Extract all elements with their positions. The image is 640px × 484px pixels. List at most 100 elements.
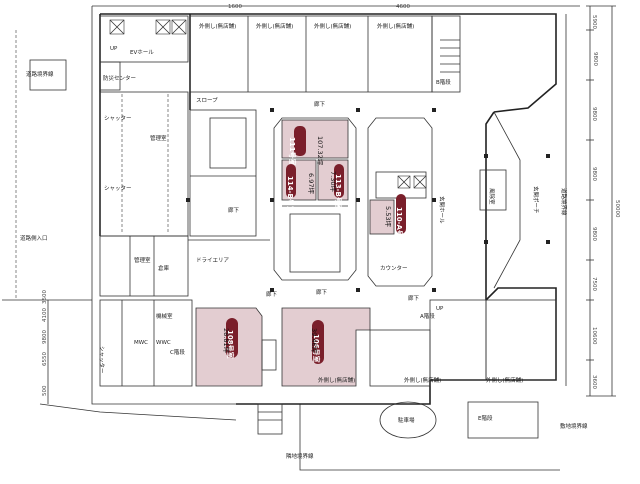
dim-left-4: 6550 [42,352,48,366]
e-stairs [467,401,539,439]
unit-114-badge: 114-B号室 [286,164,296,213]
counter-label: カウンター [380,264,408,272]
entrance-hall-label: 玄関ホール [438,196,446,224]
parking-label: 駐車場 [398,416,415,424]
unit-110-area [369,199,395,235]
corridor-label-1: 廊下 [228,206,240,214]
block-left-1 [189,109,257,237]
management-room-label: 管理室 [134,256,151,264]
dim-left-1: 3500 [42,290,48,304]
parking-area [379,401,437,439]
unit-106-badge: 106号室 [312,320,324,364]
dim-right-2: 9800 [592,52,598,66]
road-boundary-right-label: 道路境界線 [560,188,568,216]
toilet-m-label: MWC [134,340,148,346]
up-label: UP [110,46,118,52]
management-rooms [99,235,189,297]
adjacent-boundary-label: 隣地境界線 [286,452,314,460]
shop-label-top-2: 外側し(無店舗) [256,22,293,30]
e-stairs-label: E階段 [478,414,493,422]
right-center-block [367,117,433,287]
unit-111-badge: 111号室 [288,126,306,166]
wind-room [479,169,507,211]
dim-right-5: 9800 [591,227,597,241]
road-side-label: 道路側入口 [20,234,48,242]
corridor-label-4: 廊下 [266,290,278,298]
unit-108-label: 108号室 [226,330,235,359]
building-outline-bottom [236,380,431,405]
right-dimension-ticks [586,5,616,397]
shop-label-bottom-2: 外側し(無店舗) [404,376,441,384]
dim-left-3: 9800 [42,330,48,344]
dim-top-2: 4600 [396,4,410,10]
dim-right-4: 9800 [591,167,597,181]
column-markers [186,108,550,292]
porch-outline [493,111,521,289]
shutter-label-1: シャッター [104,114,132,122]
entrance-porch-label: 玄関ポーチ [532,186,540,214]
lower-block-3 [485,299,557,381]
ev-hall-label: EVホール [130,49,154,56]
site-boundary-left [91,6,236,405]
shutter-label-3: シャッター [98,346,106,374]
shop-label-top-1: 外側し(無店舗) [199,22,236,30]
unit-108-size: 28.81坪 [222,328,230,354]
column-108 [261,339,277,371]
unit-110-badge: 110-A号室 [395,194,406,244]
dim-left-5: 500 [42,385,48,396]
site-boundary-label: 敷地境界線 [560,422,588,430]
unit-114-size: 6.97坪 [307,173,315,194]
unit-110-size: 5.53坪 [384,206,392,227]
c-stairs-label: C階段 [170,348,185,356]
dim-right-total: 50000 [614,200,620,218]
building-outline-top [190,13,557,113]
unit-106-size: 39.46坪 [310,328,318,354]
unit-111-size: 107.32坪 [316,136,324,166]
shop-label-top-4: 外側し(無店舗) [377,22,414,30]
lower-boundary [39,403,237,421]
unit-111-area [281,119,349,159]
disaster-center [99,61,121,91]
lower-left-services [99,299,193,387]
corridor-label-2: 廊下 [314,100,326,108]
unit-113-label: 113-B号室 [334,174,343,211]
shop-label-top-3: 外側し(無店舗) [314,22,351,30]
unit-113-badge: 113-B号室 [334,164,344,211]
unit-110-label: 110-A号室 [395,207,404,244]
road-boundary-left-label: 道路境界線 [26,70,54,78]
dry-area-label: ドライエリア [196,257,229,264]
dim-top-1: 1600 [228,4,242,10]
shop-label-bottom-3: 外側し(無店舗) [486,376,523,384]
wind-room-label: 風除室 [488,188,496,205]
dim-right-7: 10600 [591,327,597,345]
shop-label-bottom-1: 外側し(無店舗) [318,376,355,384]
management-label: 管理室 [150,134,167,142]
dim-left-2: 4100 [42,308,48,322]
stair-a-label: A階段 [420,312,435,320]
unit-106-area [281,307,371,387]
slope-label: スロープ [196,97,218,104]
dim-right-1: 5900 [591,15,597,29]
corridor-label-3: 廊下 [316,288,328,296]
unit-108-badge: 108号室 [226,318,238,359]
machine-room-label: 機械室 [156,312,173,320]
dim-right-8: 3600 [591,375,597,389]
unit-106-label: 106号室 [312,334,321,363]
shutter-label-2: シャッター [104,184,132,192]
disaster-center-label: 防災センター [103,74,136,82]
stair-b [431,15,461,93]
toilet-w-label: WWC [156,340,171,346]
storage-label: 倉庫 [158,264,170,272]
unit-114-label: 114-B号室 [286,176,295,213]
bottom-road [299,404,560,471]
unit-113-size: 7.30坪 [329,171,337,192]
dim-right-3: 9800 [591,107,597,121]
entrance-steps [257,403,283,435]
corridor-label-5: 廊下 [408,294,420,302]
dim-right-6: 7500 [591,277,597,291]
stair-b-label: B階段 [436,78,451,86]
ev-hall [99,15,189,63]
road-entrance-box [29,59,67,91]
